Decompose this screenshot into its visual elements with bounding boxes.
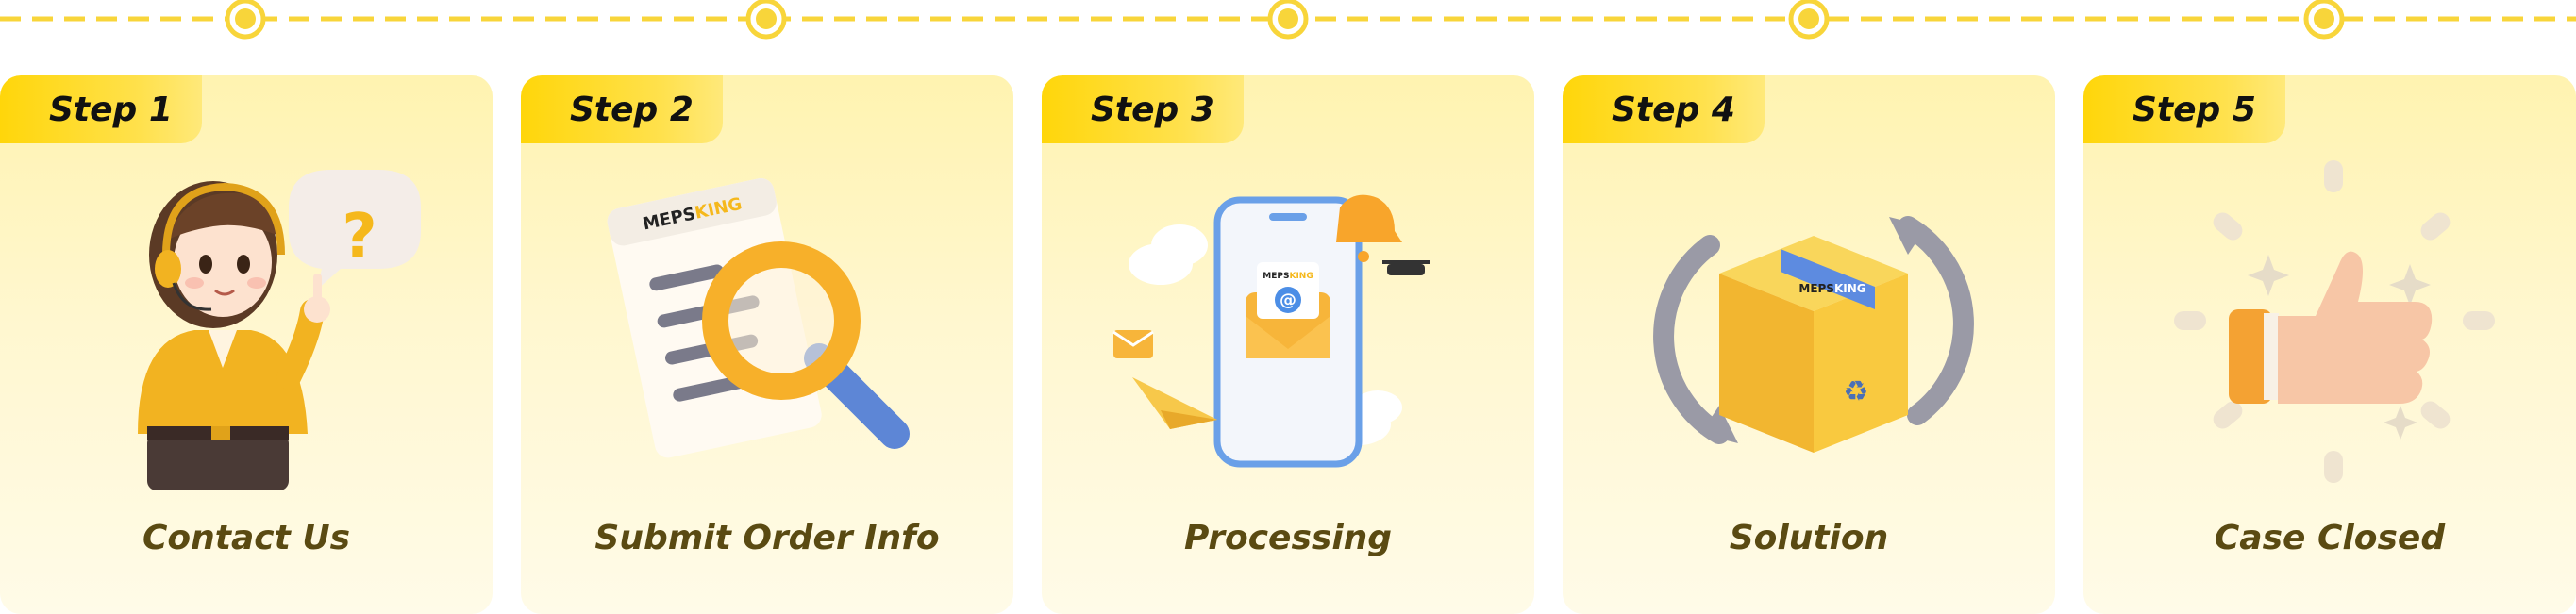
timeline-node-1 bbox=[225, 0, 266, 40]
svg-text:♻: ♻ bbox=[1844, 375, 1869, 408]
step-title: Solution bbox=[1729, 519, 1889, 557]
support-agent-icon: ? bbox=[138, 170, 421, 490]
step-badge: Step 3 bbox=[1042, 75, 1244, 143]
timeline-node-2 bbox=[745, 0, 787, 40]
step-card-4: Step 4 MEPSKING ♻ Solution bbox=[1563, 75, 2055, 614]
step-badge: Step 2 bbox=[521, 75, 723, 143]
step-card-5: Step 5 Case Closed bbox=[2083, 75, 2576, 614]
svg-text:MEPSKING: MEPSKING bbox=[1798, 282, 1865, 295]
step-title: Processing bbox=[1183, 519, 1393, 557]
timeline-node-5 bbox=[2303, 0, 2345, 40]
step-label: Step 5 bbox=[2133, 90, 2256, 129]
step-badge: Step 5 bbox=[2083, 75, 2285, 143]
step-card-2: Step 2 MEPSKING Submit Order Info bbox=[521, 75, 1013, 614]
step-label: Step 2 bbox=[570, 90, 694, 129]
step-label: Step 3 bbox=[1091, 90, 1214, 129]
document-search-icon: MEPSKING bbox=[607, 178, 910, 458]
timeline-node-4 bbox=[1788, 0, 1830, 40]
step-title: Contact Us bbox=[142, 519, 351, 557]
step-badge: Step 4 bbox=[1563, 75, 1765, 143]
step-card-3: Step 3 MEPSKING @ Processing bbox=[1042, 75, 1534, 614]
step-label: Step 4 bbox=[1612, 90, 1735, 129]
svg-text:MEPSKING: MEPSKING bbox=[1263, 272, 1313, 281]
svg-text:@: @ bbox=[1280, 290, 1296, 310]
svg-text:?: ? bbox=[342, 202, 376, 272]
timeline-node-3 bbox=[1267, 0, 1309, 40]
progress-timeline bbox=[0, 0, 2576, 40]
thumbs-up-icon bbox=[2174, 160, 2495, 483]
phone-mail-icon: MEPSKING @ bbox=[1112, 194, 1430, 468]
step-badge: Step 1 bbox=[0, 75, 202, 143]
step-title: Case Closed bbox=[2214, 519, 2446, 557]
step-card-1: Step 1 ? Contact Us bbox=[0, 75, 493, 614]
step-label: Step 1 bbox=[49, 90, 173, 129]
package-exchange-icon: MEPSKING ♻ bbox=[1653, 216, 1974, 453]
step-title: Submit Order Info bbox=[594, 519, 940, 557]
